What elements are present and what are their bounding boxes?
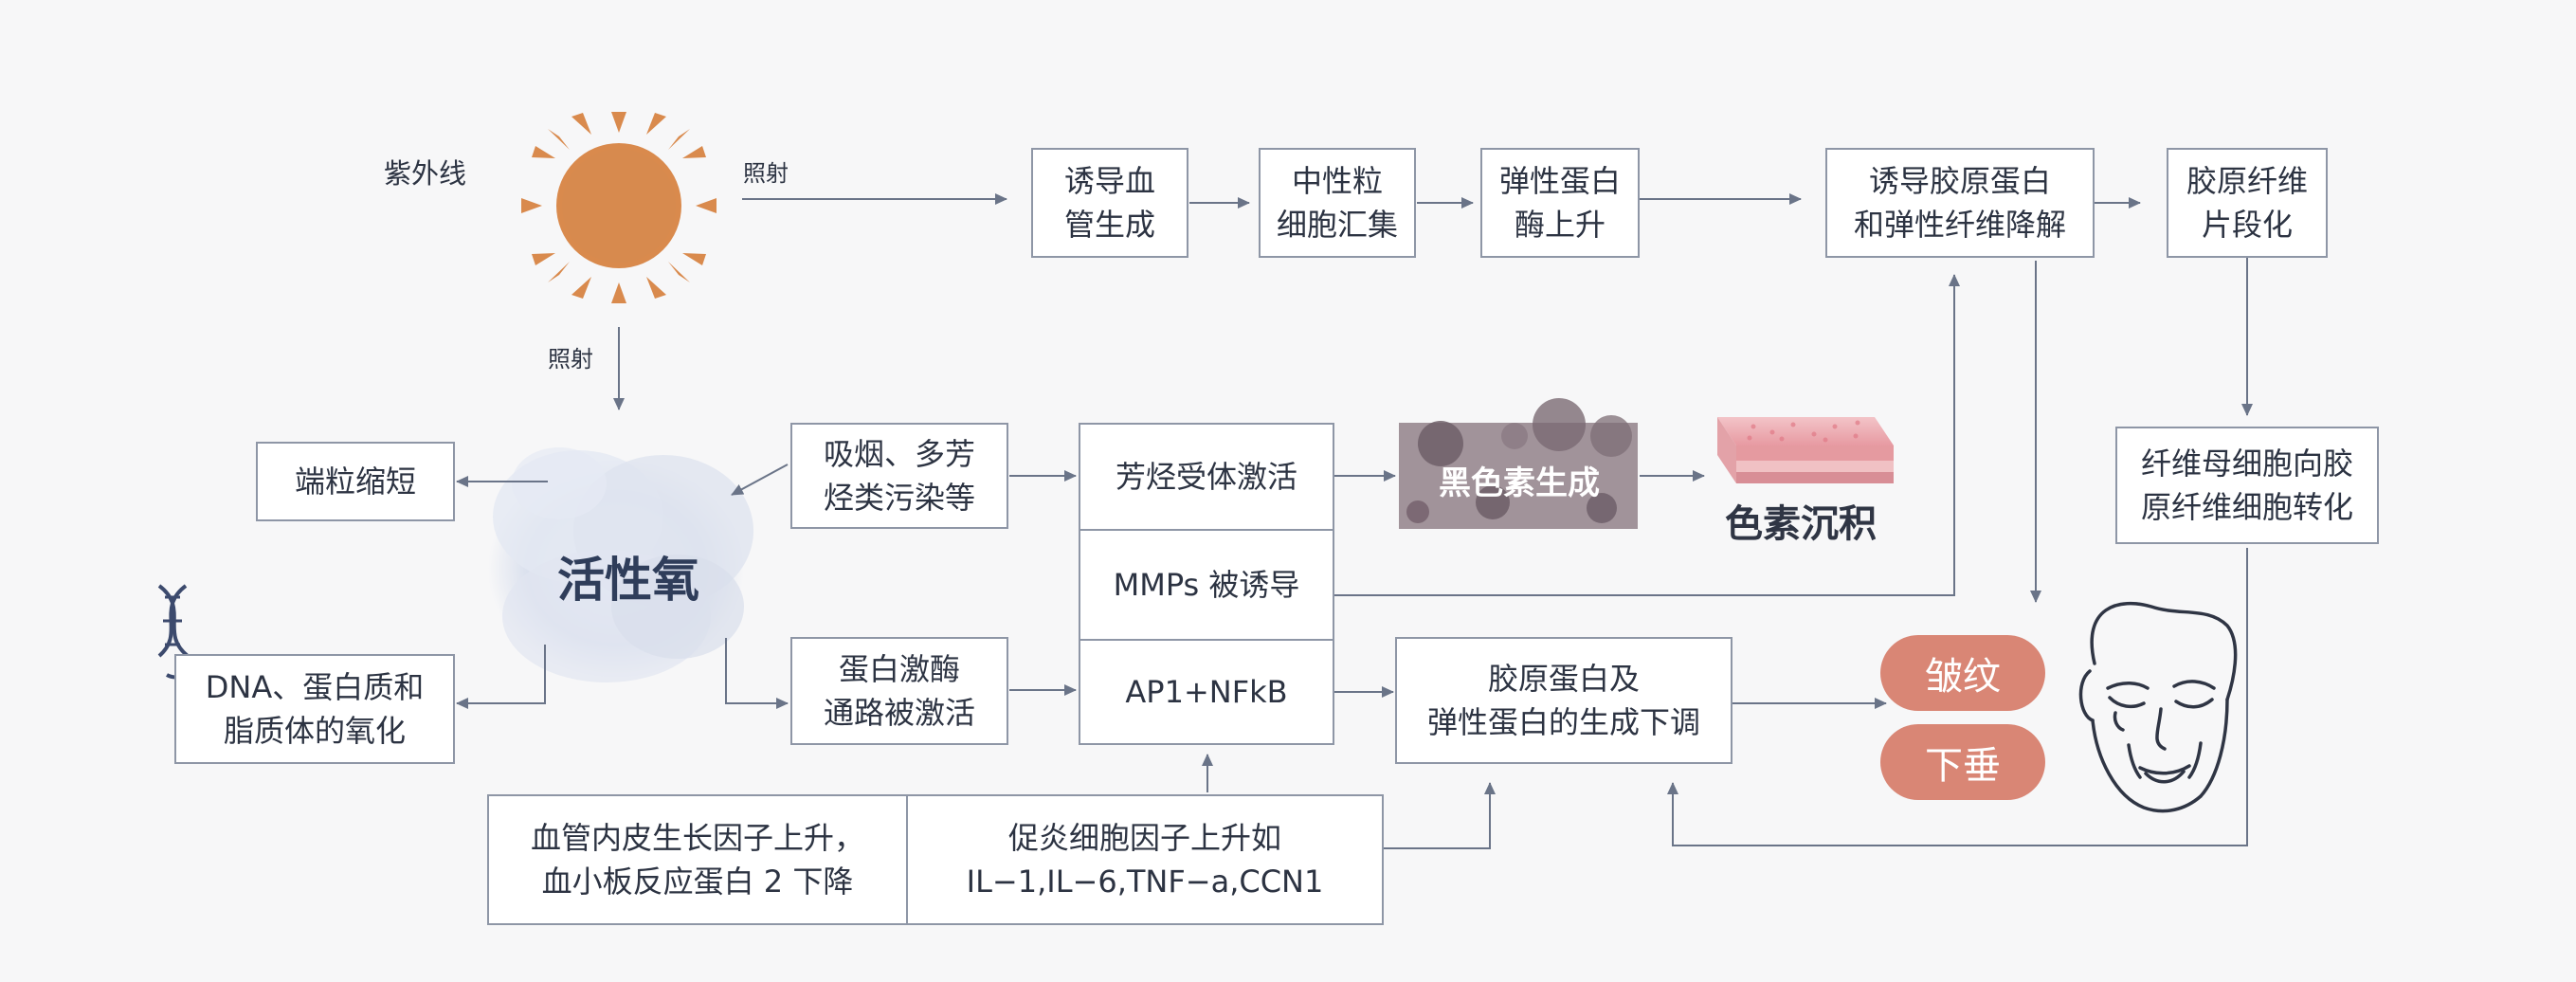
irradiate-label-right: 照射 [743, 160, 789, 187]
fibroblast-transformation-box: 纤维母细胞向胶原纤维细胞转化 [2115, 427, 2379, 544]
smoking-box: 吸烟、多芳烃类污染等 [790, 423, 1008, 529]
sagging-badge: 下垂 [1880, 724, 2045, 800]
melanin-graphic [1399, 398, 1638, 529]
ros-label: 活性氧 [557, 553, 699, 608]
wrinkle-badge: 皱纹 [1880, 635, 2045, 711]
skin-layer-icon [1717, 417, 1894, 483]
ros-cloud [488, 447, 753, 682]
pigment-deposit-label: 色素沉积 [1725, 502, 1877, 546]
irradiate-label-down: 照射 [548, 346, 593, 373]
oxidation-box: DNA、蛋白质和脂质体的氧化 [174, 654, 455, 764]
sun-icon [521, 112, 717, 303]
ahr-activation-box: 芳烃受体激活 [1079, 423, 1334, 531]
kinase-box: 蛋白激酶通路被激活 [790, 637, 1008, 745]
aged-face-icon [2078, 601, 2238, 813]
telomere-box: 端粒缩短 [256, 442, 455, 521]
ap1-nfkb-box: AP1+NFkB [1079, 641, 1334, 745]
degradation-box: 诱导胶原蛋白和弹性纤维降解 [1825, 148, 2095, 258]
collagen-downregulation-box: 胶原蛋白及弹性蛋白的生成下调 [1395, 637, 1732, 764]
mmps-box: MMPs 被诱导 [1079, 531, 1334, 641]
fragmentation-box: 胶原纤维片段化 [2167, 148, 2328, 258]
uv-label: 紫外线 [384, 157, 467, 190]
neutrophil-box: 中性粒细胞汇集 [1259, 148, 1416, 258]
melanin-gen-label: 黑色素生成 [1439, 464, 1600, 502]
vegf-box: 血管内皮生长因子上升，血小板反应蛋白 2 下降 [487, 794, 908, 925]
elastase-box: 弹性蛋白酶上升 [1480, 148, 1640, 258]
angiogenesis-box: 诱导血管生成 [1031, 148, 1188, 258]
